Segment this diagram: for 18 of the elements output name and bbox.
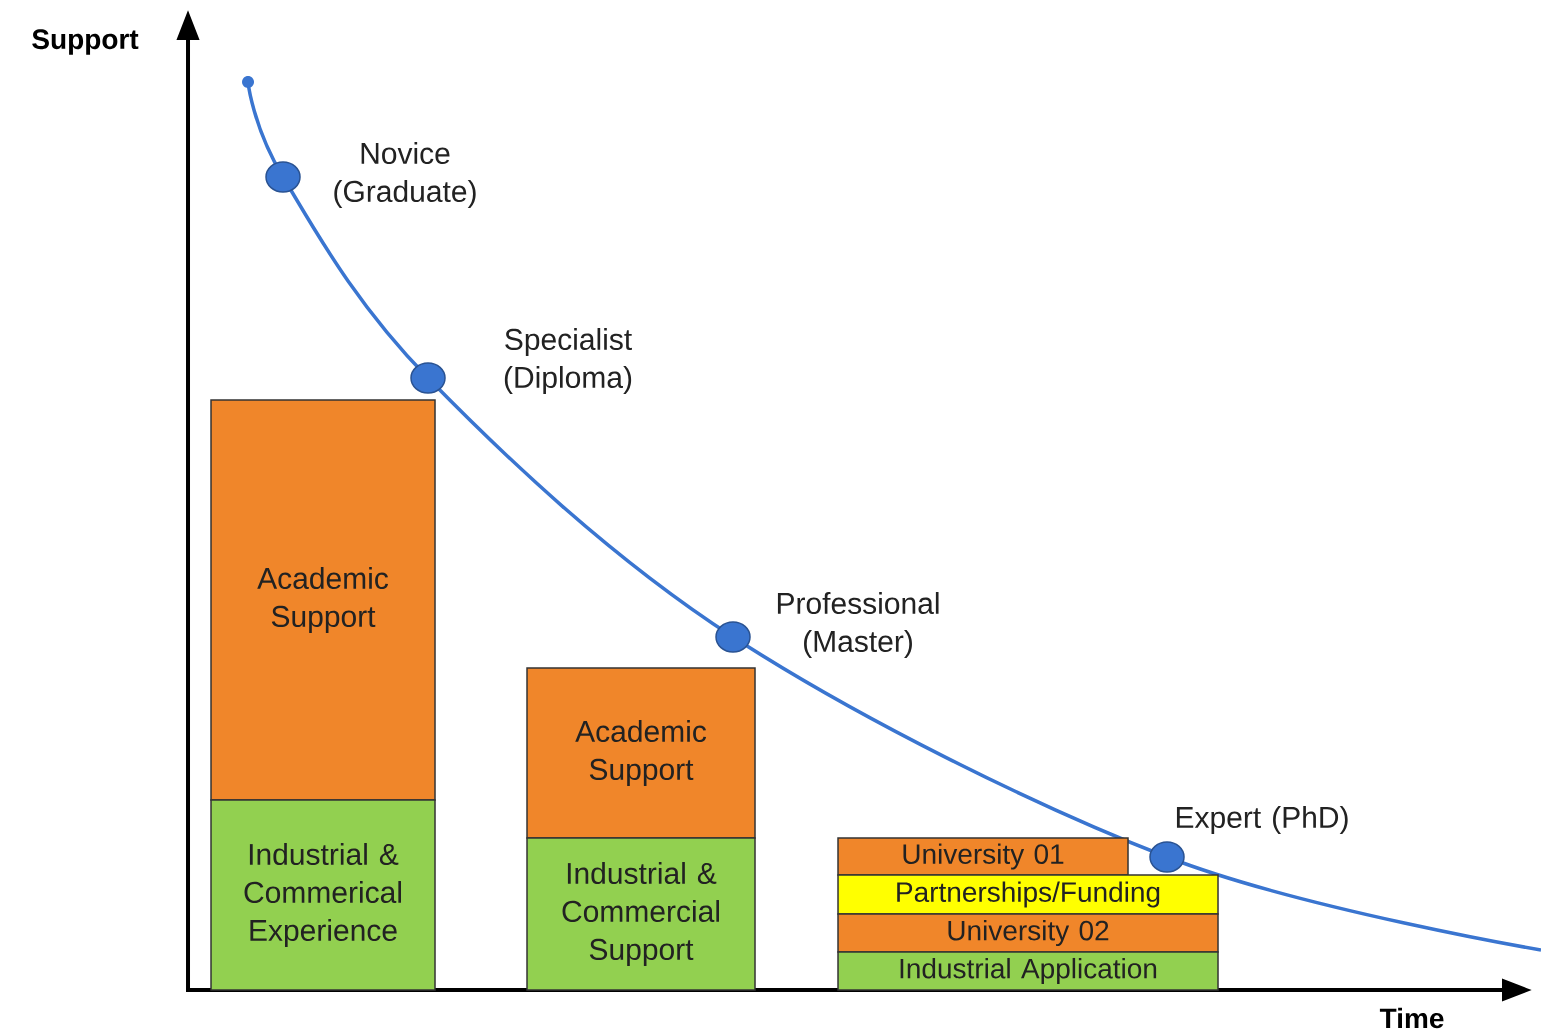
stacked-bar-segment: University 01	[837, 837, 1129, 876]
milestone-dot	[265, 161, 301, 193]
stacked-bar-segment: Partnerships/Funding	[837, 874, 1219, 915]
stacked-bar-segment: University 02	[837, 913, 1219, 953]
axis-label: Time	[1379, 1007, 1444, 1029]
stacked-bar-segment: Academic Support	[210, 399, 436, 801]
axis-label: Support	[32, 29, 139, 55]
stacked-bar-segment: Industrial & Commercial Support	[526, 837, 756, 991]
stage-label: Expert (PhD)	[1176, 806, 1348, 834]
milestone-dot	[1149, 841, 1185, 873]
stage-label: Novice (Graduate)	[334, 142, 476, 208]
milestone-dot	[715, 621, 751, 653]
stage-label: Professional (Master)	[777, 592, 939, 658]
stacked-bar-segment: Industrial & Commerical Experience	[210, 799, 436, 991]
stacked-bar-segment: Industrial Application	[837, 951, 1219, 991]
stacked-bar-segment: Academic Support	[526, 667, 756, 839]
milestone-dot	[410, 362, 446, 394]
stage-label: Specialist (Diploma)	[504, 328, 632, 394]
